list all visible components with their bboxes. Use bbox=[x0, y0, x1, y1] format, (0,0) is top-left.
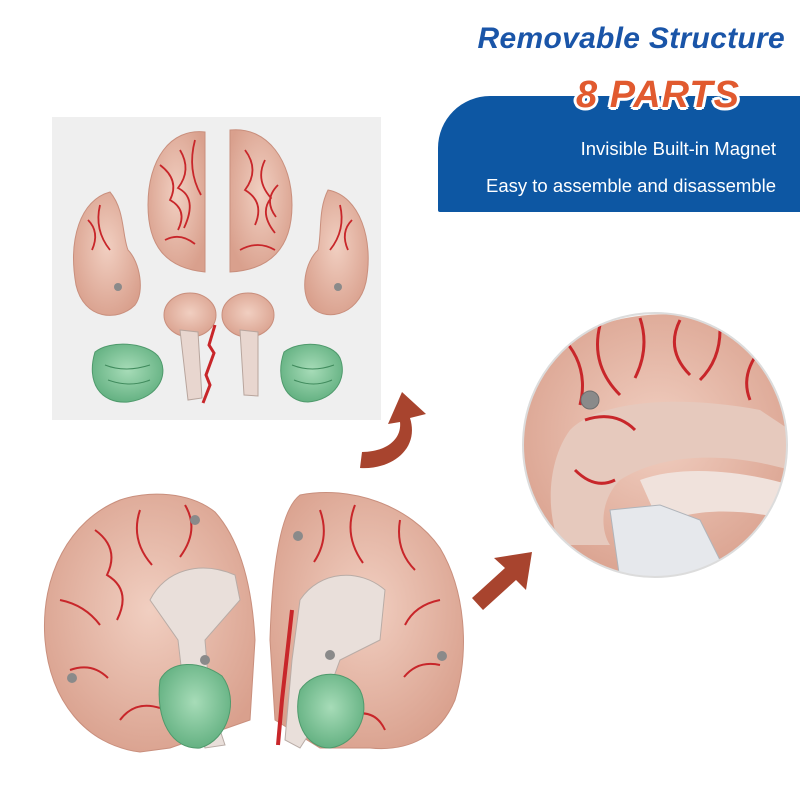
zoom-detail-circle bbox=[522, 312, 788, 578]
feature-banner bbox=[438, 96, 800, 212]
feature-magnet: Invisible Built-in Magnet bbox=[580, 138, 776, 159]
assembled-brain-left-half bbox=[43, 493, 256, 753]
assembled-brain-right-half bbox=[269, 491, 464, 750]
separated-parts bbox=[73, 129, 369, 404]
curved-arrow-icon bbox=[360, 392, 426, 469]
parts-badge: 8 PARTS bbox=[576, 74, 740, 116]
cerebral-hemisphere-left bbox=[147, 131, 206, 273]
cerebellum-right bbox=[280, 343, 343, 403]
feature-assembly: Easy to assemble and disassemble bbox=[486, 175, 776, 196]
cerebral-hemisphere-right bbox=[229, 129, 293, 273]
brainstem-left bbox=[163, 292, 217, 404]
brainstem-right bbox=[221, 292, 275, 397]
diagonal-arrow-icon bbox=[472, 552, 532, 610]
temporal-lobe-left bbox=[73, 191, 141, 316]
headline: Removable Structure bbox=[477, 22, 785, 55]
cerebellum-left bbox=[91, 343, 164, 403]
temporal-lobe-right bbox=[304, 189, 369, 316]
